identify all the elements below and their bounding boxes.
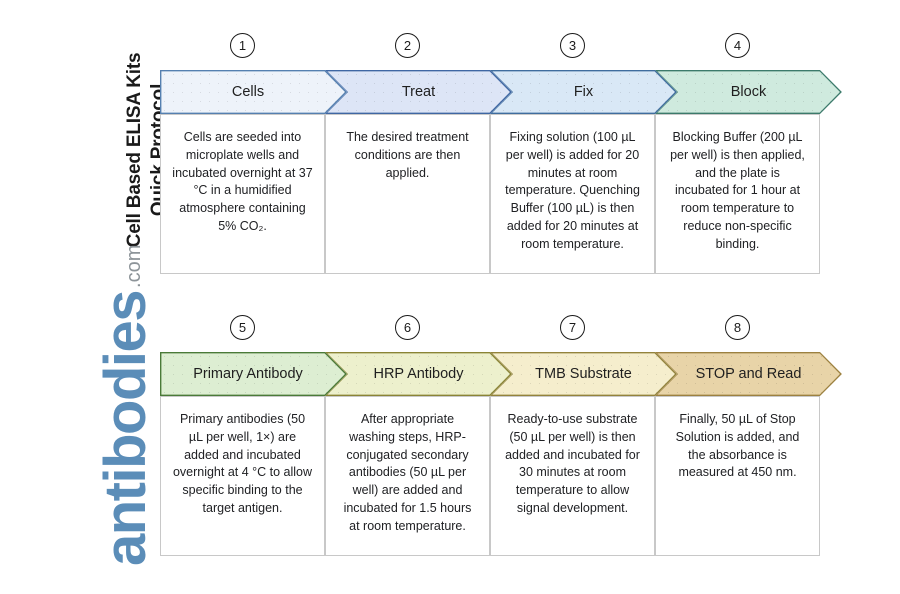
step-description-box: Ready-to-use substrate (50 µL per well) …: [490, 396, 655, 556]
step-label: Block: [730, 84, 767, 100]
step-chevron: Treat: [325, 70, 512, 114]
step-label: Treat: [401, 84, 436, 100]
step-description-box: Fixing solution (100 µL per well) is add…: [490, 114, 655, 274]
step-description-box: After appropriate washing steps, HRP-con…: [325, 396, 490, 556]
step-description-text: Primary antibodies (50 µL per well, 1×) …: [172, 412, 313, 515]
step-number-badge: 7: [560, 315, 585, 340]
step-label: Cells: [231, 84, 265, 100]
step-number-badge: 4: [725, 33, 750, 58]
step-description-text: Fixing solution (100 µL per well) is add…: [505, 130, 640, 251]
step-description-box: Blocking Buffer (200 µL per well) is the…: [655, 114, 820, 274]
step-chevron: Cells: [160, 70, 347, 114]
step-description-text: Blocking Buffer (200 µL per well) is the…: [670, 130, 805, 251]
chevron-outline: [160, 70, 347, 114]
step-description-box: The desired treatment conditions are the…: [325, 114, 490, 274]
chevron-outline: [655, 352, 842, 396]
step-description-box: Cells are seeded into microplate wells a…: [160, 114, 325, 274]
logo-wordmark: antibodies: [92, 290, 158, 566]
chevron-outline: [490, 352, 677, 396]
step-label: HRP Antibody: [373, 366, 464, 382]
antibodies-logo: antibodies .com: [30, 245, 158, 566]
step-chevron: Primary Antibody: [160, 352, 347, 396]
step-description-text: Ready-to-use substrate (50 µL per well) …: [505, 412, 640, 515]
step-description-box: Finally, 50 µL of Stop Solution is added…: [655, 396, 820, 556]
step-label: TMB Substrate: [535, 366, 632, 382]
step-description-text: Cells are seeded into microplate wells a…: [172, 130, 313, 233]
step-number-group-1: 1 2 3 4: [160, 30, 820, 70]
chevron-outline: [655, 70, 842, 114]
step-number-badge: 1: [230, 33, 255, 58]
protocol-row-2: 5 6 7 8 Primary Antibody HRP Antibody TMB Sub…: [160, 312, 842, 556]
chevron-outline: [490, 70, 677, 114]
step-description-text: The desired treatment conditions are the…: [346, 130, 469, 180]
step-number-badge: 2: [395, 33, 420, 58]
chevron-outline: [325, 70, 512, 114]
step-chevron: Block: [655, 70, 842, 114]
step-label: Fix: [573, 84, 594, 100]
step-description-box: Primary antibodies (50 µL per well, 1×) …: [160, 396, 325, 556]
step-description-text: Finally, 50 µL of Stop Solution is added…: [675, 412, 800, 480]
chevron-outline: [160, 352, 347, 396]
logo-domain-suffix: .com: [123, 244, 145, 288]
chevron-outline: [325, 352, 512, 396]
step-chevron: Fix: [490, 70, 677, 114]
step-number-badge: 5: [230, 315, 255, 340]
step-chevron: STOP and Read: [655, 352, 842, 396]
description-group-2: Primary antibodies (50 µL per well, 1×) …: [160, 396, 820, 556]
step-label: STOP and Read: [695, 366, 802, 382]
step-description-text: After appropriate washing steps, HRP-con…: [343, 412, 472, 533]
chevron-group-2: Primary Antibody HRP Antibody TMB Substrat…: [160, 352, 842, 396]
step-number-badge: 3: [560, 33, 585, 58]
step-label: Primary Antibody: [193, 366, 303, 382]
protocol-row-1: 1 2 3 4 Cells Treat Fix Block Cells are seeded…: [160, 30, 842, 274]
step-chevron: TMB Substrate: [490, 352, 677, 396]
step-number-badge: 6: [395, 315, 420, 340]
step-number-badge: 8: [725, 315, 750, 340]
step-number-group-2: 5 6 7 8: [160, 312, 820, 352]
description-group-1: Cells are seeded into microplate wells a…: [160, 114, 820, 274]
step-chevron: HRP Antibody: [325, 352, 512, 396]
chevron-group-1: Cells Treat Fix Block: [160, 70, 842, 114]
